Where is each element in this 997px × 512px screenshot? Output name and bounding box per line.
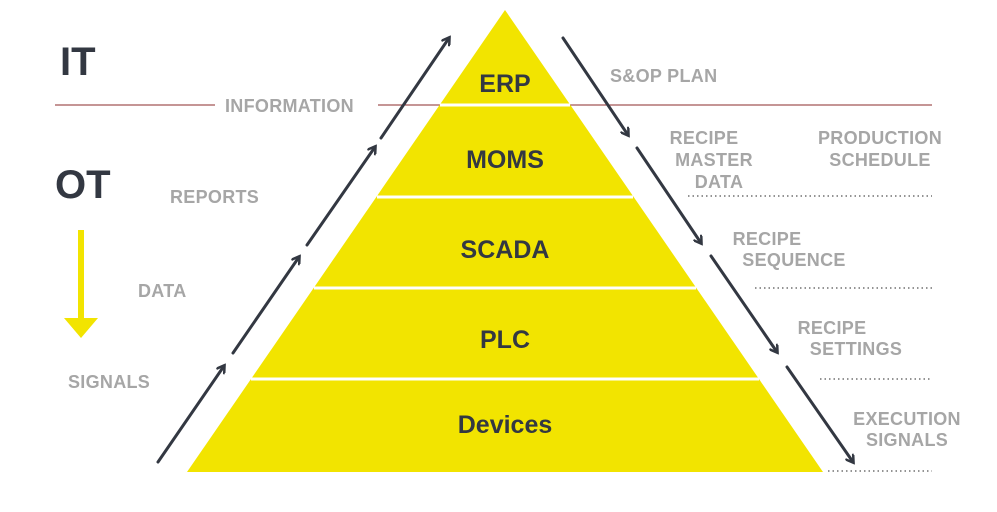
production-schedule-line2: SCHEDULE <box>829 150 930 170</box>
it-label: IT <box>60 40 96 84</box>
down-arrow-sop-icon <box>561 36 628 135</box>
reports-label: REPORTS <box>170 187 259 207</box>
down-arrow-recipe-master-icon <box>635 146 701 243</box>
dotted-separators <box>688 195 932 472</box>
tier-scada-label: SCADA <box>461 236 550 264</box>
production-schedule-line1: PRODUCTION <box>818 128 942 148</box>
recipe-sequence-line1: RECIPE <box>733 229 802 249</box>
up-arrow-information-icon <box>379 38 449 140</box>
recipe-master-line2: MASTER <box>675 150 753 170</box>
downward-flow-arrows <box>561 36 853 462</box>
ot-label: OT <box>55 163 111 207</box>
pyramid-triangle <box>187 10 823 472</box>
recipe-sequence-line2: SEQUENCE <box>742 250 845 270</box>
yellow-down-arrow-icon <box>64 230 98 338</box>
pyramid: ERP MOMS SCADA PLC Devices <box>187 10 823 472</box>
recipe-master-line1: RECIPE <box>670 128 739 148</box>
up-arrow-data-icon <box>231 257 299 355</box>
signals-label: SIGNALS <box>68 372 150 392</box>
upward-flow-arrows <box>156 38 449 464</box>
up-arrow-signals-icon <box>156 366 224 464</box>
tier-devices-label: Devices <box>458 411 553 439</box>
down-arrow-recipe-sequence-icon <box>709 254 777 352</box>
data-label: DATA <box>138 281 187 301</box>
tier-plc-label: PLC <box>480 326 530 354</box>
recipe-master-line3: DATA <box>695 172 744 192</box>
down-arrow-recipe-settings-icon <box>785 365 853 462</box>
information-label: INFORMATION <box>225 96 354 116</box>
execution-signals-line1: EXECUTION <box>853 409 961 429</box>
tier-moms-label: MOMS <box>466 146 544 174</box>
sop-plan-label: S&OP PLAN <box>610 66 717 86</box>
recipe-settings-line1: RECIPE <box>798 318 867 338</box>
recipe-settings-line2: SETTINGS <box>810 339 902 359</box>
execution-signals-line2: SIGNALS <box>866 430 948 450</box>
up-arrow-reports-icon <box>305 147 375 247</box>
tier-erp-label: ERP <box>479 70 530 98</box>
